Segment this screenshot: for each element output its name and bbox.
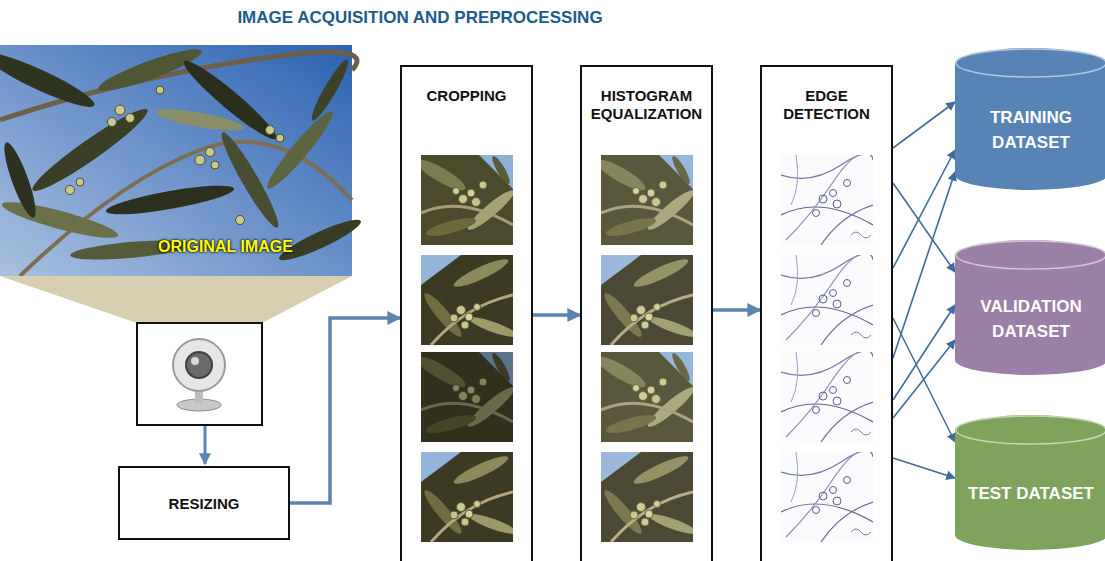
crop-thumbnails (413, 154, 518, 245)
camera-box (173, 339, 225, 391)
dataset-label: TRAINING DATASET (955, 82, 1105, 155)
step-label: EDGE DETECTION (762, 87, 891, 123)
split-arrow (893, 150, 955, 268)
original-photo (211, 161, 219, 169)
split-arrow (893, 102, 955, 148)
original-photo (126, 114, 135, 123)
cylinder-body (955, 240, 1105, 375)
original-photo (178, 55, 281, 146)
edge-thumbnails (781, 154, 873, 542)
original-photo (115, 105, 125, 115)
original-photo (156, 86, 164, 94)
original-photo (266, 126, 275, 135)
edge-thumbnails (781, 254, 873, 345)
original-photo (0, 46, 99, 115)
process-column: CROPPING (400, 65, 533, 561)
crop-thumbnails (413, 351, 518, 442)
original-photo (276, 134, 284, 142)
dataset-label: TEST DATASET (958, 458, 1104, 507)
original-photo (104, 180, 235, 220)
original-photo (236, 216, 245, 225)
original-photo (76, 178, 84, 186)
camera-box (191, 357, 199, 365)
crop-thumbnails (420, 255, 519, 345)
original-photo (0, 43, 364, 276)
original-photo (0, 196, 120, 244)
flow-arrow (713, 308, 760, 312)
original-photo (108, 118, 117, 127)
split-arrow (893, 458, 955, 478)
process-box: RESIZING (118, 466, 290, 540)
dataset-cylinder: TEST DATASET (955, 415, 1105, 550)
cylinder-body (955, 415, 1105, 550)
dataset-label: VALIDATION DATASET (955, 271, 1105, 344)
original-photo (195, 155, 205, 165)
original-photo (206, 148, 215, 157)
cylinder-rim (956, 416, 1105, 444)
split-arrow (893, 183, 955, 272)
equalized-thumbnails (601, 155, 693, 542)
edge-thumbnails (781, 351, 873, 442)
crop-thumbnails (413, 154, 519, 542)
process-column: EDGE DETECTION (760, 65, 893, 561)
step-label: RESIZING (159, 495, 250, 512)
original-photo (66, 86, 285, 225)
step-label: HISTOGRAM EQUALIZATION (582, 87, 711, 123)
original-photo (66, 186, 75, 195)
original-photo (0, 140, 41, 221)
camera-box (186, 352, 212, 378)
original-photo (216, 128, 285, 231)
edge-thumbnails (781, 451, 873, 542)
cylinder-outline (955, 415, 1105, 550)
cylinder-rim (956, 49, 1105, 77)
original-photo (27, 102, 153, 199)
original-photo (262, 107, 339, 194)
split-arrow (893, 172, 955, 358)
crop-thumbnails (420, 452, 519, 542)
original-photo (307, 57, 352, 124)
camera-arrow (204, 426, 207, 464)
camera-box (137, 323, 262, 425)
dataset-cylinder: TRAINING DATASET (955, 48, 1105, 190)
original-photo (154, 105, 245, 134)
photo-panel: ORIGINAL IMAGE (0, 45, 352, 276)
flow-arrow (533, 313, 580, 317)
crop-thumbnails (421, 352, 513, 442)
diagram-title: IMAGE ACQUISITION AND PREPROCESSING (0, 8, 840, 28)
flow-arrow (290, 318, 400, 503)
image-label: ORIGINAL IMAGE (158, 238, 293, 256)
equalized-thumbnails (593, 154, 699, 542)
camera-box (137, 323, 262, 425)
split-arrow (893, 340, 955, 418)
step-label: CROPPING (418, 87, 514, 105)
cylinder-rim (956, 241, 1105, 269)
cylinder-body (955, 48, 1105, 190)
dataset-cylinder: VALIDATION DATASET (955, 240, 1105, 375)
split-arrow (893, 318, 955, 442)
process-column: HISTOGRAM EQUALIZATION (580, 65, 713, 561)
projection-band (0, 276, 352, 323)
edge-thumbnails (781, 154, 873, 245)
